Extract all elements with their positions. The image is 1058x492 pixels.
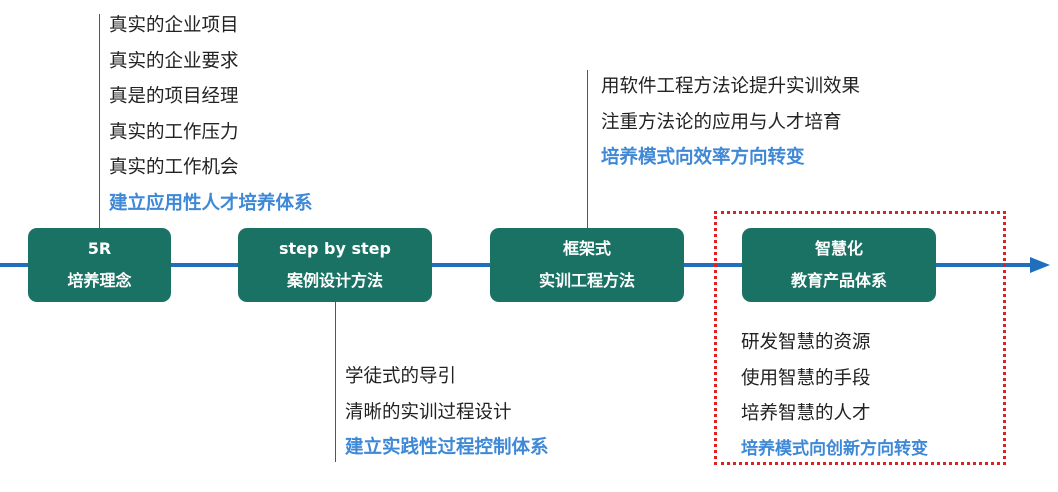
notes-stage2: 学徒式的导引 清晰的实训过程设计 建立实践性过程控制体系 bbox=[345, 359, 549, 466]
note-highlight: 培养模式向创新方向转变 bbox=[741, 438, 928, 459]
note-item: 真是的项目经理 bbox=[109, 86, 239, 107]
note-item: 真实的企业要求 bbox=[109, 50, 239, 72]
note-item: 培养智慧的人才 bbox=[741, 403, 871, 424]
stage-subtitle: 案例设计方法 bbox=[286, 271, 383, 290]
stage-subtitle: 实训工程方法 bbox=[538, 271, 635, 290]
note-item: 真实的企业项目 bbox=[109, 15, 239, 36]
note-item: 使用智慧的手段 bbox=[741, 367, 871, 389]
stage-title: 5R bbox=[87, 239, 112, 258]
connector-stage2 bbox=[335, 302, 336, 462]
stage-node-1: 5R 培养理念 bbox=[28, 228, 171, 302]
connector-stage3 bbox=[587, 70, 588, 228]
stage-title: 框架式 bbox=[562, 239, 611, 258]
note-item: 清晰的实训过程设计 bbox=[345, 401, 512, 423]
stage-title: 智慧化 bbox=[814, 239, 863, 258]
note-item: 用软件工程方法论提升实训效果 bbox=[601, 76, 861, 97]
arrow-right-icon bbox=[1030, 257, 1050, 273]
note-item: 真实的工作压力 bbox=[109, 121, 239, 143]
note-item: 注重方法论的应用与人才培育 bbox=[601, 111, 842, 133]
notes-stage3: 用软件工程方法论提升实训效果 注重方法论的应用与人才培育 培养模式向效率方向转变 bbox=[601, 69, 860, 176]
notes-stage1: 真实的企业项目 真实的企业要求 真是的项目经理 真实的工作压力 真实的工作机会 … bbox=[109, 8, 313, 221]
note-highlight: 建立应用性人才培养体系 bbox=[109, 192, 313, 214]
stage-node-2: step by step 案例设计方法 bbox=[238, 228, 432, 302]
connector-stage1 bbox=[99, 14, 100, 228]
notes-stage4: 研发智慧的资源 使用智慧的手段 培养智慧的人才 培养模式向创新方向转变 bbox=[741, 325, 928, 467]
note-highlight: 建立实践性过程控制体系 bbox=[345, 437, 549, 458]
stage-title: step by step bbox=[279, 239, 391, 258]
stage-subtitle: 教育产品体系 bbox=[790, 271, 887, 290]
note-item: 研发智慧的资源 bbox=[741, 332, 871, 353]
highlight-frame bbox=[714, 211, 1006, 465]
note-item: 真实的工作机会 bbox=[109, 157, 239, 178]
stage-node-3: 框架式 实训工程方法 bbox=[490, 228, 684, 302]
note-item: 学徒式的导引 bbox=[345, 366, 457, 387]
stage-subtitle: 培养理念 bbox=[67, 271, 132, 290]
note-highlight: 培养模式向效率方向转变 bbox=[601, 147, 805, 168]
stage-node-4: 智慧化 教育产品体系 bbox=[742, 228, 936, 302]
